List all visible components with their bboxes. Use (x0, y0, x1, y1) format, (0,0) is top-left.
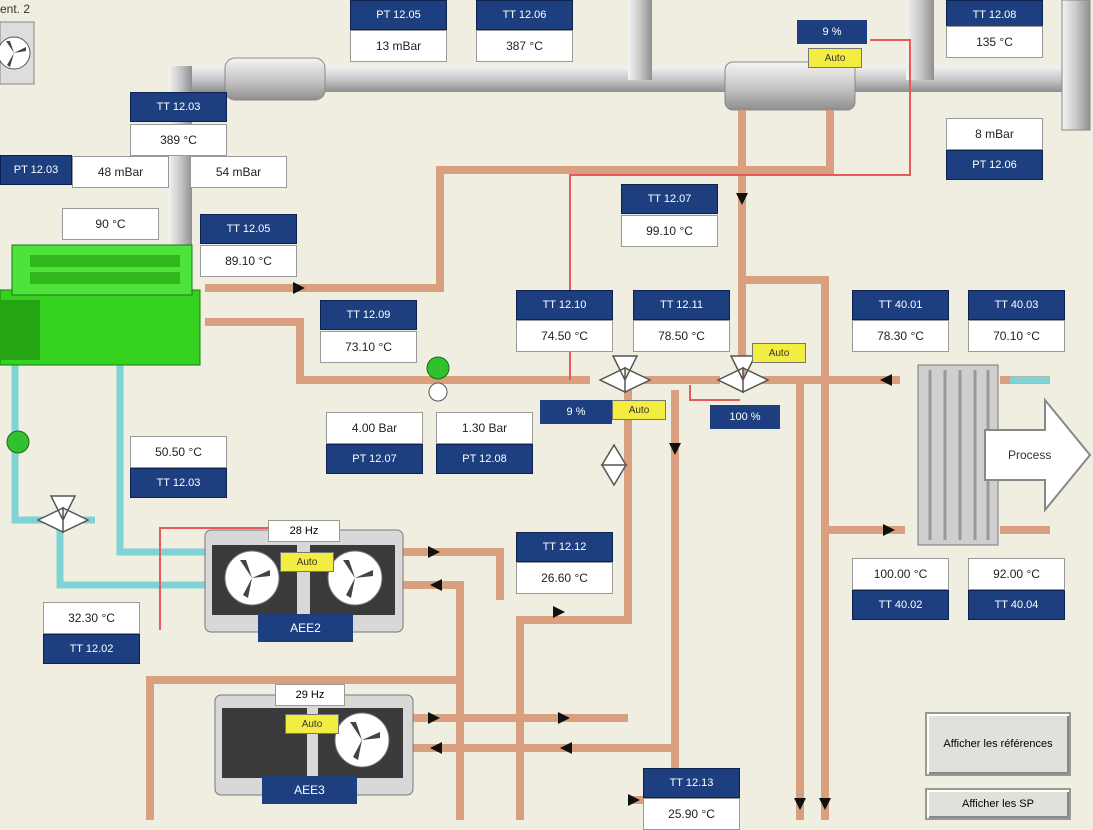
mid-valve-auto-button[interactable]: Auto (612, 400, 666, 420)
tt1209-value: 73.10 °C (320, 331, 417, 363)
tt4004-tag: TT 40.04 (968, 590, 1065, 620)
three-way-valve-icon (716, 355, 770, 394)
pt1203-value-2: 54 mBar (190, 156, 287, 188)
tt1203b-tag: TT 12.03 (130, 468, 227, 498)
tt1206-tag: TT 12.06 (476, 0, 573, 30)
tt1202-value: 32.30 °C (43, 602, 140, 634)
tt1206-value: 387 °C (476, 30, 573, 62)
top-fan-icon (0, 21, 35, 85)
tt1209-tag: TT 12.09 (320, 300, 417, 330)
flow-arrows (293, 193, 895, 810)
process-label: Process (1008, 448, 1052, 462)
tt1210-tag: TT 12.10 (516, 290, 613, 320)
tt4003-value: 70.10 °C (968, 320, 1065, 352)
right-valve-auto-button[interactable]: Auto (752, 343, 806, 363)
tt1205-value: 89.10 °C (200, 245, 297, 277)
engine-genset (0, 244, 201, 366)
process-arrow (984, 397, 1092, 513)
right-valve-percent: 100 % (710, 405, 780, 429)
tt1202-tag: TT 12.02 (43, 634, 140, 664)
tt4001-tag: TT 40.01 (852, 290, 949, 320)
tt1210-value: 74.50 °C (516, 320, 613, 352)
tt4002-tag: TT 40.02 (852, 590, 949, 620)
tt1203b-value: 50.50 °C (130, 436, 227, 468)
pt1208-value: 1.30 Bar (436, 412, 533, 444)
aee2-name: AEE2 (258, 614, 353, 642)
show-references-button[interactable]: Afficher les références (925, 712, 1071, 776)
pt1208-tag: PT 12.08 (436, 444, 533, 474)
pt1203-value-1: 48 mBar (72, 156, 169, 188)
three-way-valve-icon (36, 495, 90, 534)
aee2-frequency: 28 Hz (268, 520, 340, 542)
tt4004-value: 92.00 °C (968, 558, 1065, 590)
cooler-aee2-unit (204, 529, 404, 633)
top-valve-auto-button[interactable]: Auto (808, 48, 862, 68)
tt1212-tag: TT 12.12 (516, 532, 613, 562)
show-setpoints-button[interactable]: Afficher les SP (925, 788, 1071, 820)
pt1206-tag: PT 12.06 (946, 150, 1043, 180)
tt1205-tag: TT 12.05 (200, 214, 297, 244)
three-way-valve-icon (598, 355, 652, 394)
tt1212-value: 26.60 °C (516, 562, 613, 594)
tt1213-tag: TT 12.13 (643, 768, 740, 798)
pt1205-value: 13 mBar (350, 30, 447, 62)
tt1213-value: 25.90 °C (643, 798, 740, 830)
aee3-frequency: 29 Hz (275, 684, 345, 706)
signal-lines (159, 39, 911, 630)
pt1205-tag: PT 12.05 (350, 0, 447, 30)
tt4003-tag: TT 40.03 (968, 290, 1065, 320)
engine-temp-value: 90 °C (62, 208, 159, 240)
tt1203-tag: TT 12.03 (130, 92, 227, 122)
mid-valve-percent: 9 % (540, 400, 612, 424)
tt1211-tag: TT 12.11 (633, 290, 730, 320)
tt1208-value: 135 °C (946, 26, 1043, 58)
pt1207-value: 4.00 Bar (326, 412, 423, 444)
aee2-auto-button[interactable]: Auto (280, 552, 334, 572)
tt4002-value: 100.00 °C (852, 558, 949, 590)
pt1206-value: 8 mBar (946, 118, 1043, 150)
tt1211-value: 78.50 °C (633, 320, 730, 352)
tt4001-value: 78.30 °C (852, 320, 949, 352)
aee3-name: AEE3 (262, 776, 357, 804)
tt1207-tag: TT 12.07 (621, 184, 718, 214)
partial-label: ent. 2 (0, 2, 31, 16)
tt1203-value: 389 °C (130, 124, 227, 156)
tt1207-value: 99.10 °C (621, 215, 718, 247)
pt1203-tag: PT 12.03 (0, 155, 72, 185)
pump-icon (426, 356, 450, 402)
pt1207-tag: PT 12.07 (326, 444, 423, 474)
top-valve-percent: 9 % (797, 20, 867, 44)
pump-icon (6, 430, 30, 454)
aee3-auto-button[interactable]: Auto (285, 714, 339, 734)
valve-icon (600, 443, 628, 487)
